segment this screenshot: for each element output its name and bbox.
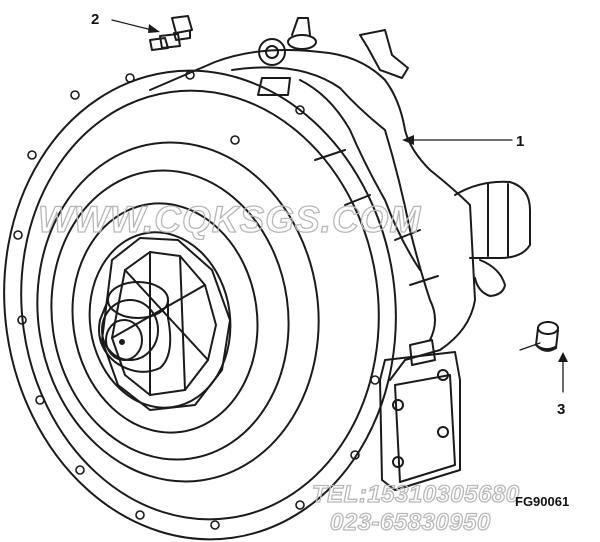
arrow-heads	[148, 24, 568, 362]
reference-code: FG90061	[515, 494, 569, 509]
plug-part-3	[535, 321, 559, 352]
callout-part-2: 2	[91, 11, 99, 28]
watermark-tel: TEL:15310305680	[312, 481, 520, 508]
callout-part-3: 3	[557, 401, 565, 418]
watermark-phone: 023-65830950	[330, 509, 491, 536]
housing-body	[149, 17, 531, 491]
leader-lines	[111, 19, 564, 393]
bolt-part-2	[149, 15, 193, 51]
flywheel-housing-ring	[3, 69, 397, 541]
central-hub	[98, 237, 231, 411]
watermark-site: WWW.CQKSGS.COM	[38, 199, 421, 240]
rim-bolt-holes	[13, 70, 380, 530]
callout-part-1: 1	[516, 133, 524, 150]
